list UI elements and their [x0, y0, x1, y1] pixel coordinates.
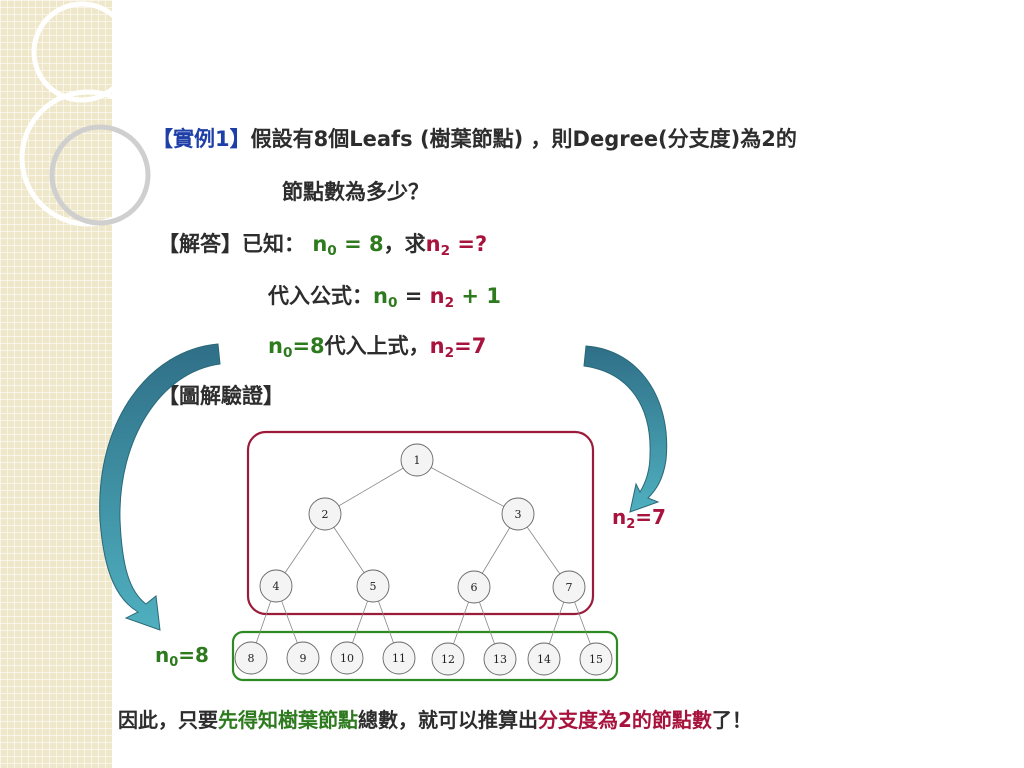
tree-node-label: 6: [471, 581, 478, 594]
tree-edge: [250, 585, 277, 659]
tree-node-leaf: 15: [579, 642, 613, 676]
tree-node-label: 1: [414, 454, 421, 467]
tree-edge: [568, 586, 597, 660]
tree-node-leaf: 10: [330, 641, 364, 675]
tree-node-label: 8: [248, 652, 255, 665]
tree-edge: [324, 513, 374, 587]
substitute-line: n0=8代入上式，n2=7: [268, 334, 487, 362]
tree-node-leaf: 8: [234, 641, 268, 675]
decorative-circles: [19, 1, 157, 227]
tree-node-leaf: 12: [431, 642, 465, 676]
tree-node-label: 13: [493, 653, 507, 666]
tree-node-label: 12: [441, 653, 455, 666]
tree-node-internal: 4: [259, 569, 293, 603]
tree-node-label: 10: [340, 652, 354, 665]
verify-label: 【圖解驗證】: [158, 384, 284, 408]
question-line-1: 【實例1】假設有8個Leafs (樹葉節點) ，則Degree(分支度)為2的: [152, 127, 797, 151]
tree-node-label: 9: [300, 652, 307, 665]
example-label: 【實例1】: [152, 127, 251, 151]
tree-node-label: 7: [566, 581, 573, 594]
tree-node-internal: 7: [552, 570, 586, 604]
question-line-2: 節點數為多少？: [282, 180, 429, 204]
n2-equals-7-label: n2=7: [612, 505, 666, 532]
internal-nodes-box: [246, 430, 595, 616]
tree-node-internal: 1: [400, 443, 434, 477]
tree-edge: [416, 459, 519, 515]
conclusion-line: 因此，只要先得知樹葉節點總數，就可以推算出分支度為2的節點數了！: [118, 708, 752, 732]
tree-node-label: 2: [322, 508, 329, 521]
tree-node-label: 15: [589, 653, 603, 666]
tree-node-label: 3: [515, 508, 522, 521]
tree-edge: [346, 585, 374, 659]
tree-node-leaf: 11: [382, 641, 416, 675]
tree-node-internal: 2: [308, 497, 342, 531]
tree-edge: [324, 459, 418, 515]
tree-node-label: 14: [537, 653, 551, 666]
n0-equals-8-label: n0=8: [155, 643, 209, 670]
answer-label: 【解答】: [158, 232, 242, 256]
tree-node-label: 4: [273, 580, 280, 593]
tree-node-leaf: 9: [286, 641, 320, 675]
leafs-word: Leafs: [349, 127, 413, 151]
tree-edge: [372, 585, 400, 659]
formula-line: 代入公式：n0 = n2 + 1: [268, 284, 501, 312]
leaf-nodes-box: [231, 630, 619, 682]
tree-node-leaf: 13: [483, 642, 517, 676]
tree-edge: [275, 585, 304, 659]
answer-line: 【解答】已知： n0 = 8，求n2 =?: [158, 232, 488, 260]
tree-edge: [473, 586, 501, 660]
tree-node-internal: 6: [457, 570, 491, 604]
tree-node-label: 11: [392, 652, 406, 665]
tree-node-label: 5: [370, 580, 377, 593]
tree-node-leaf: 14: [527, 642, 561, 676]
tree-node-internal: 3: [501, 497, 535, 531]
right-curved-arrow: [583, 345, 668, 513]
tree-edge: [517, 513, 570, 588]
tree-edge: [543, 586, 570, 660]
tree-edge: [275, 513, 326, 587]
tree-node-internal: 5: [356, 569, 390, 603]
tree-edge: [447, 586, 475, 660]
tree-edge: [473, 513, 519, 588]
